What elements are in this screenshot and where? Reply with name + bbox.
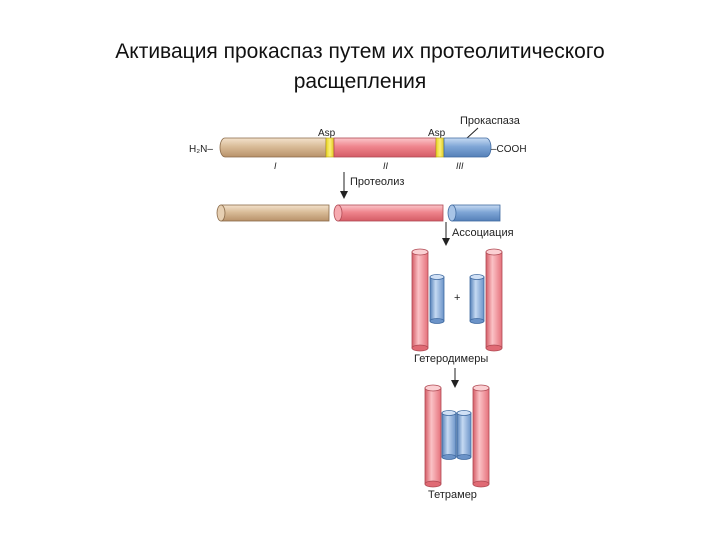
plus-sign: + <box>454 292 460 304</box>
heterodimer-right <box>469 248 503 352</box>
red-cylinder <box>485 248 503 352</box>
domain-I-label: I <box>274 161 277 171</box>
association-label: Ассоциация <box>452 227 514 239</box>
red-cylinder <box>424 384 442 488</box>
domain-II-label: II <box>383 161 389 171</box>
c-terminus-label: –COOH <box>491 144 527 155</box>
procaspase-label: Прокаспаза <box>460 115 521 127</box>
blue-cylinder <box>441 410 457 460</box>
red-cylinder <box>411 248 429 352</box>
cleaved-fragments <box>216 204 501 222</box>
prodomain-fragment <box>216 204 330 222</box>
tetramer <box>424 384 490 488</box>
heterodimers-label: Гетеродимеры <box>414 353 488 365</box>
domain-III-label: III <box>456 161 464 171</box>
slide-title-line-2: расщепления <box>293 70 427 93</box>
small-subunit-fragment <box>447 204 501 222</box>
small-subunit-III-segment <box>443 137 492 158</box>
heterodimer-left <box>411 248 445 352</box>
slide-title-line-1: Активация прокаспаз путем их протеолитич… <box>115 40 605 63</box>
large-subunit-II-segment <box>333 137 437 158</box>
procaspase-pointer-line <box>465 127 479 140</box>
asp-cleavage-site-2 <box>435 137 445 158</box>
proteolysis-label: Протеолиз <box>350 176 404 188</box>
n-terminus-label: H₂N– <box>189 144 213 155</box>
procaspase-chain <box>219 137 492 158</box>
large-subunit-fragment <box>333 204 444 222</box>
red-cylinder <box>472 384 490 488</box>
blue-cylinder <box>456 410 472 460</box>
asp-label-1: Asp <box>318 128 336 139</box>
asp-label-2: Asp <box>428 128 446 139</box>
blue-cylinder <box>429 274 445 324</box>
tetramer-label: Тетрамер <box>428 489 477 501</box>
blue-cylinder <box>469 274 485 324</box>
prodomain-I-segment <box>219 137 327 158</box>
asp-cleavage-site-1 <box>325 137 335 158</box>
